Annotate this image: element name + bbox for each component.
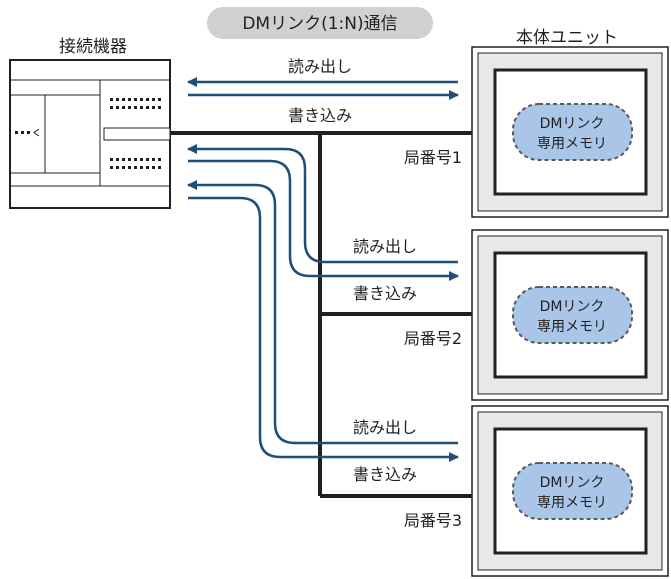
write-label-2: 書き込み — [353, 284, 417, 303]
station-label-2: 局番号2 — [404, 329, 462, 348]
memory-label-3b: 専用メモリ — [537, 495, 607, 511]
write-arrow-2 — [188, 159, 459, 281]
memory-label-2a: DMリンク — [540, 299, 605, 315]
memory-label-1a: DMリンク — [540, 116, 605, 132]
read-arrow-3 — [187, 180, 458, 445]
title-pill — [207, 7, 433, 39]
memory-label-3a: DMリンク — [540, 475, 605, 491]
read-label-2: 読み出し — [353, 237, 417, 256]
main-unit-label: 本体ユニット — [516, 28, 618, 48]
communication-bus — [170, 131, 472, 498]
read-label-3: 読み出し — [353, 418, 417, 437]
connected-device-label: 接続機器 — [59, 37, 127, 57]
diagram-title: DMリンク(1:N)通信 — [242, 14, 397, 34]
memory-label-1b: 専用メモリ — [537, 136, 607, 152]
read-arrow-2 — [187, 144, 458, 264]
write-label-3: 書き込み — [353, 465, 417, 484]
read-label-1: 読み出し — [288, 57, 352, 76]
main-unit-1: DMリンク 専用メモリ — [471, 46, 669, 218]
memory-label-2b: 専用メモリ — [537, 319, 607, 335]
write-arrow-3 — [188, 196, 459, 462]
write-label-1: 書き込み — [288, 106, 352, 125]
main-unit-3: DMリンク 専用メモリ — [471, 405, 669, 577]
connected-device — [9, 59, 171, 209]
main-unit-2: DMリンク 専用メモリ — [471, 229, 669, 401]
station-label-1: 局番号1 — [404, 148, 462, 167]
station-label-3: 局番号3 — [404, 511, 462, 530]
